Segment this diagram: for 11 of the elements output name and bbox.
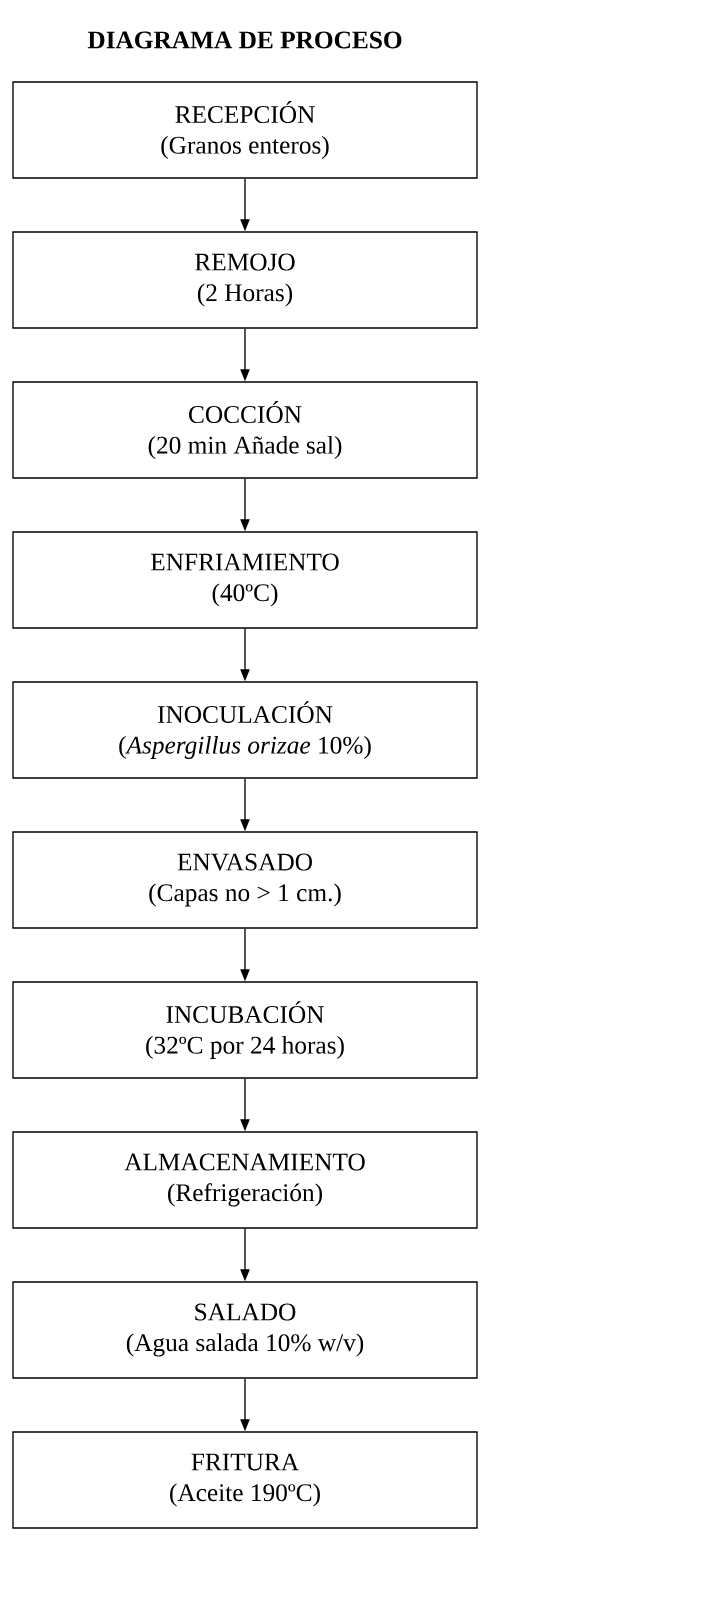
process-box: RECEPCIÓN (Granos enteros) (12, 81, 478, 179)
title: DIAGRAMA DE PROCESO (87, 31, 402, 49)
process-box: INCUBACIÓN (32ºC por 24 horas) (12, 981, 478, 1079)
process-box: COCCIÓN (20 min Añade sal) (12, 381, 478, 479)
process-box: SALADO (Agua salada 10% w/v) (12, 1281, 478, 1379)
process-box: ENVASADO (Capas no > 1 cm.) (12, 831, 478, 929)
process-box: INOCULACIÓN (Aspergillus orizae 10%) (12, 681, 478, 779)
process-box: ALMACENAMIENTO (Refrigeración) (12, 1131, 478, 1229)
process-box: FRITURA (Aceite 190ºC) (12, 1431, 478, 1529)
process-box: REMOJO (2 Horas) (12, 231, 478, 329)
process-box: ENFRIAMIENTO (40ºC) (12, 531, 478, 629)
